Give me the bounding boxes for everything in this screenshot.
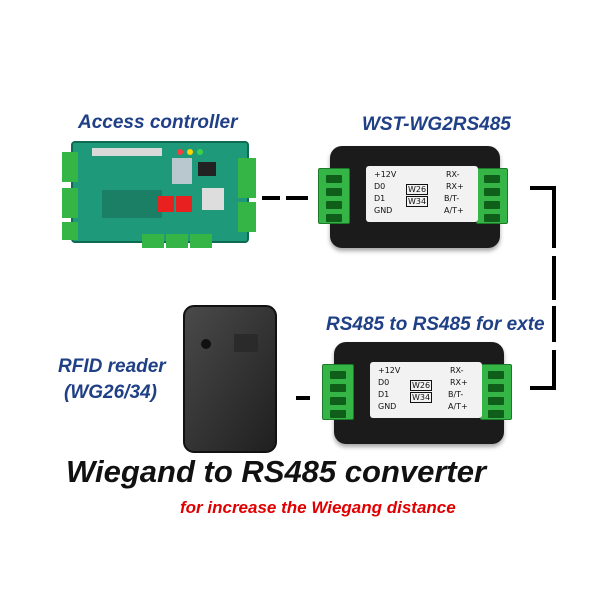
converter-top-label: +12V D0 D1 GND W26 W34 RX- RX+ B/T- A/T+: [366, 166, 478, 222]
mode-w34: W34: [410, 392, 433, 403]
pin-d1: D1: [378, 390, 390, 399]
rs485-ext-label: RS485 to RS485 for exte: [326, 314, 545, 335]
mode-w26: W26: [406, 184, 429, 195]
wire-segment: [552, 350, 556, 386]
mode-w26: W26: [410, 380, 433, 391]
wire-segment: [552, 306, 556, 342]
diagram-title: Wiegand to RS485 converter: [66, 454, 487, 489]
pin-gnd: GND: [374, 206, 393, 215]
pin-12v: +12V: [374, 170, 397, 179]
wire-segment: [286, 196, 308, 200]
rfid-reader-device: [182, 304, 278, 454]
converter-bottom: +12V D0 D1 GND W26 W34 RX- RX+ B/T- A/T+: [322, 342, 512, 450]
wire-segment: [262, 196, 280, 200]
converter-bottom-right-terminal: [480, 364, 512, 420]
wire-segment: [296, 396, 310, 400]
access-controller-label: Access controller: [78, 112, 238, 133]
converter-model-label: WST-WG2RS485: [362, 114, 511, 135]
pin-at-plus: A/T+: [444, 206, 464, 215]
wire-segment: [530, 386, 556, 390]
pin-rx-plus: RX+: [446, 182, 464, 191]
mode-w34: W34: [406, 196, 429, 207]
access-controller-board: [62, 136, 258, 254]
pin-d0: D0: [378, 378, 390, 387]
wire-segment: [552, 186, 556, 248]
converter-bottom-left-terminal: [322, 364, 354, 420]
pin-gnd: GND: [378, 402, 397, 411]
converter-top: +12V D0 D1 GND W26 W34 RX- RX+ B/T- A/T+: [318, 146, 508, 254]
rfid-reader-label: RFID reader: [58, 356, 166, 377]
converter-bottom-label: +12V D0 D1 GND W26 W34 RX- RX+ B/T- A/T+: [370, 362, 482, 418]
rfid-reader-type-label: (WG26/34): [64, 382, 157, 403]
pin-12v: +12V: [378, 366, 401, 375]
wire-segment: [552, 256, 556, 300]
rs485-ext-label-clip: RS485 to RS485 for exte: [326, 314, 568, 340]
pin-bt-minus: B/T-: [444, 194, 460, 203]
diagram-subtitle: for increase the Wiegang distance: [180, 498, 456, 517]
pin-bt-minus: B/T-: [448, 390, 464, 399]
pin-d0: D0: [374, 182, 386, 191]
wire-segment: [530, 186, 556, 190]
pin-d1: D1: [374, 194, 386, 203]
pin-rx-plus: RX+: [450, 378, 468, 387]
converter-top-right-terminal: [476, 168, 508, 224]
pin-rx-minus: RX-: [450, 366, 464, 375]
converter-top-left-terminal: [318, 168, 350, 224]
pin-at-plus: A/T+: [448, 402, 468, 411]
pin-rx-minus: RX-: [446, 170, 460, 179]
